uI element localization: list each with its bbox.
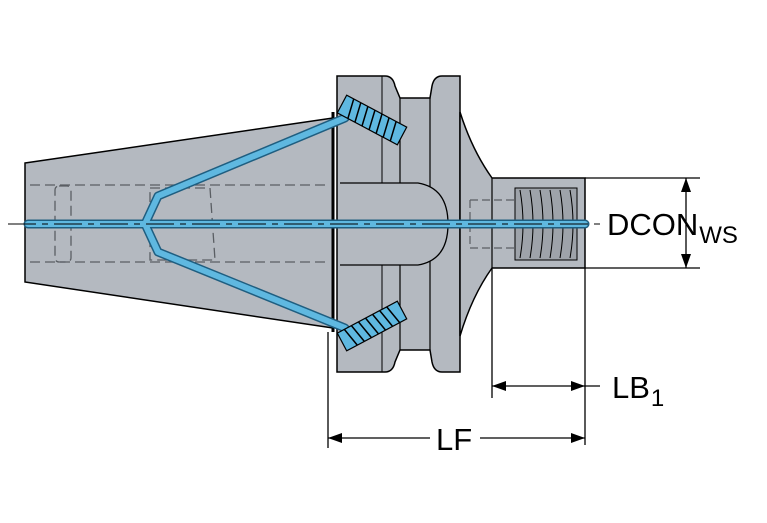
lb-dimension — [491, 268, 600, 445]
coolant-screw-bottom — [336, 300, 408, 352]
lb-label: LB1 — [612, 370, 665, 412]
dcon-dimension — [585, 177, 700, 269]
lf-label: LF — [436, 422, 473, 457]
dcon-label: DCONWS — [607, 207, 738, 249]
coolant-screw-top — [336, 94, 408, 146]
lf-dimension — [327, 332, 585, 448]
